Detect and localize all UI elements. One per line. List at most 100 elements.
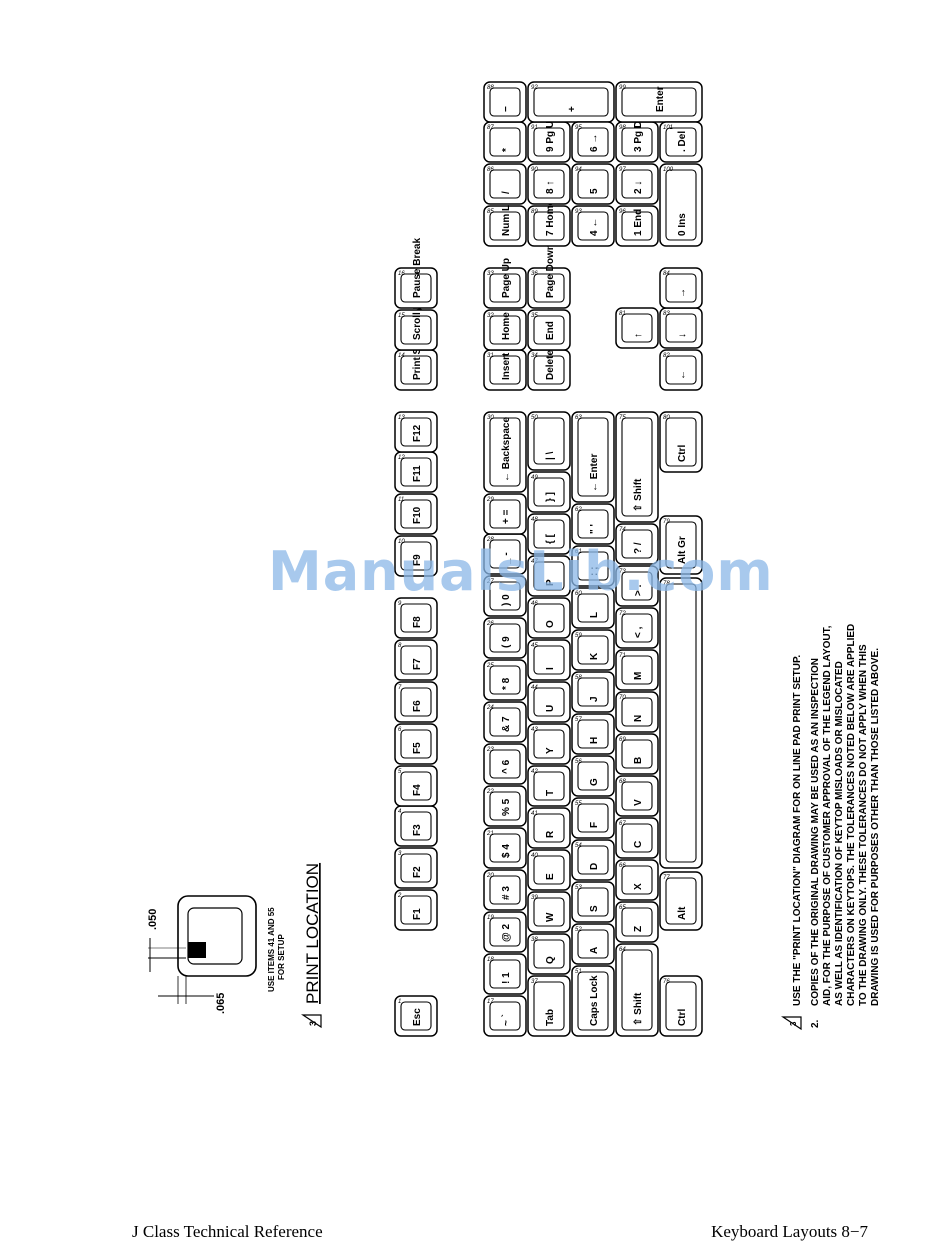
key-legend: Scroll Lock bbox=[412, 286, 423, 340]
key-a-52: 52A bbox=[571, 923, 615, 965]
key-number: 73 bbox=[619, 569, 626, 575]
key-legend: ! 1 bbox=[501, 972, 512, 984]
keycap-top bbox=[621, 571, 653, 601]
key-legend: 4 ← bbox=[589, 218, 600, 236]
keycap-outer bbox=[615, 649, 659, 691]
key-legend: W bbox=[545, 912, 556, 922]
key-legend: $ 4 bbox=[501, 844, 512, 858]
keycap-outer bbox=[527, 471, 571, 513]
keycap-top bbox=[489, 273, 521, 303]
key-6-23: 23^ 6 bbox=[483, 743, 527, 785]
keycap-outer bbox=[483, 785, 527, 827]
key-e-40: 40E bbox=[527, 849, 571, 891]
key-f7-8: 8F7 bbox=[394, 639, 438, 681]
key-number: 9 bbox=[398, 601, 402, 607]
key-1-18: 18! 1 bbox=[483, 953, 527, 995]
keycap-outer bbox=[615, 163, 659, 205]
key-number: 58 bbox=[575, 675, 582, 681]
keycap-outer bbox=[571, 411, 615, 503]
keycap-top bbox=[577, 761, 609, 791]
key-legend: Ctrl bbox=[677, 445, 688, 462]
key-legend: | \ bbox=[545, 451, 556, 460]
key-number: 83 bbox=[663, 311, 670, 317]
note-3-marker: 3 bbox=[789, 1021, 798, 1026]
key-legend: F8 bbox=[412, 616, 423, 628]
key-number: 41 bbox=[531, 811, 538, 817]
key-5-22: 22% 5 bbox=[483, 785, 527, 827]
key-number: 22 bbox=[486, 789, 494, 795]
keycap-outer bbox=[394, 847, 438, 889]
key-8-25: 25* 8 bbox=[483, 659, 527, 701]
key-number: 33 bbox=[487, 271, 494, 277]
key-number: 30 bbox=[487, 415, 494, 421]
keycap-top bbox=[665, 417, 697, 467]
key-number: 94 bbox=[575, 167, 582, 173]
keycap-outer bbox=[571, 923, 615, 965]
keycap-top bbox=[489, 833, 521, 863]
keycap-outer bbox=[483, 995, 527, 1037]
key-number: 90 bbox=[531, 167, 538, 173]
keycap-top bbox=[577, 169, 609, 199]
note-3-line-1: USE THE "PRINT LOCATION" DIAGRAM FOR ON … bbox=[792, 655, 803, 1006]
key-c-67: 67C bbox=[615, 817, 659, 859]
keycap-outer bbox=[394, 723, 438, 765]
key-home-32: 32 Home bbox=[483, 309, 527, 351]
key-legend: ← Backspace bbox=[501, 417, 512, 482]
key-n-70: 70N bbox=[615, 691, 659, 733]
keycap-outer bbox=[483, 743, 527, 785]
keycap-outer bbox=[615, 523, 659, 565]
key-f6-7: 7F6 bbox=[394, 681, 438, 723]
key-number: 80 bbox=[663, 415, 670, 421]
keycap-outer bbox=[615, 565, 659, 607]
key-legend: 2 ↓ bbox=[633, 181, 644, 194]
key-legend: } ] bbox=[545, 492, 556, 502]
key-4-93: 934 ← bbox=[571, 205, 615, 247]
keycap-top bbox=[577, 635, 609, 665]
key-sym-50: 50| \ bbox=[527, 411, 571, 471]
keycap-outer bbox=[615, 943, 659, 1037]
keycap-outer bbox=[659, 411, 703, 473]
key-number: 24 bbox=[486, 705, 494, 711]
key-legend: → bbox=[677, 288, 688, 298]
keycap-top bbox=[665, 877, 697, 925]
key-number: 7 bbox=[398, 685, 402, 691]
key-blank-78: 78 bbox=[659, 577, 703, 869]
key-legend: N bbox=[633, 715, 644, 722]
keycap-outer bbox=[571, 881, 615, 923]
keycap-top bbox=[400, 499, 432, 529]
watermark: ManualsLib.com bbox=[268, 540, 774, 603]
key-i-45: 45I bbox=[527, 639, 571, 681]
key-sym-86: 86/ bbox=[483, 163, 527, 205]
keycap-top bbox=[577, 719, 609, 749]
keycap-outer bbox=[527, 205, 571, 247]
key-number: 62 bbox=[575, 507, 582, 513]
key-number: 70 bbox=[619, 695, 626, 701]
key-legend: Home bbox=[501, 312, 512, 340]
keycap-top bbox=[577, 509, 609, 539]
key-v-68: 68V bbox=[615, 775, 659, 817]
key-legend: K bbox=[589, 652, 600, 660]
key-legend: < , bbox=[633, 626, 644, 638]
key-number: 16 bbox=[398, 271, 405, 277]
key-legend: ~ ` bbox=[501, 1014, 512, 1026]
key-legend: A bbox=[589, 947, 600, 954]
keycap-top bbox=[400, 853, 432, 883]
keycap-outer bbox=[571, 797, 615, 839]
key-number: 57 bbox=[575, 717, 582, 723]
key-number: 53 bbox=[575, 885, 582, 891]
keycap-top bbox=[665, 273, 697, 303]
key-number: 6 bbox=[398, 727, 402, 733]
keycap-outer bbox=[483, 869, 527, 911]
key-number: 32 bbox=[487, 313, 494, 319]
keycap-outer bbox=[483, 827, 527, 869]
keycap-outline-inner bbox=[187, 907, 243, 965]
key-number: 21 bbox=[486, 831, 494, 837]
